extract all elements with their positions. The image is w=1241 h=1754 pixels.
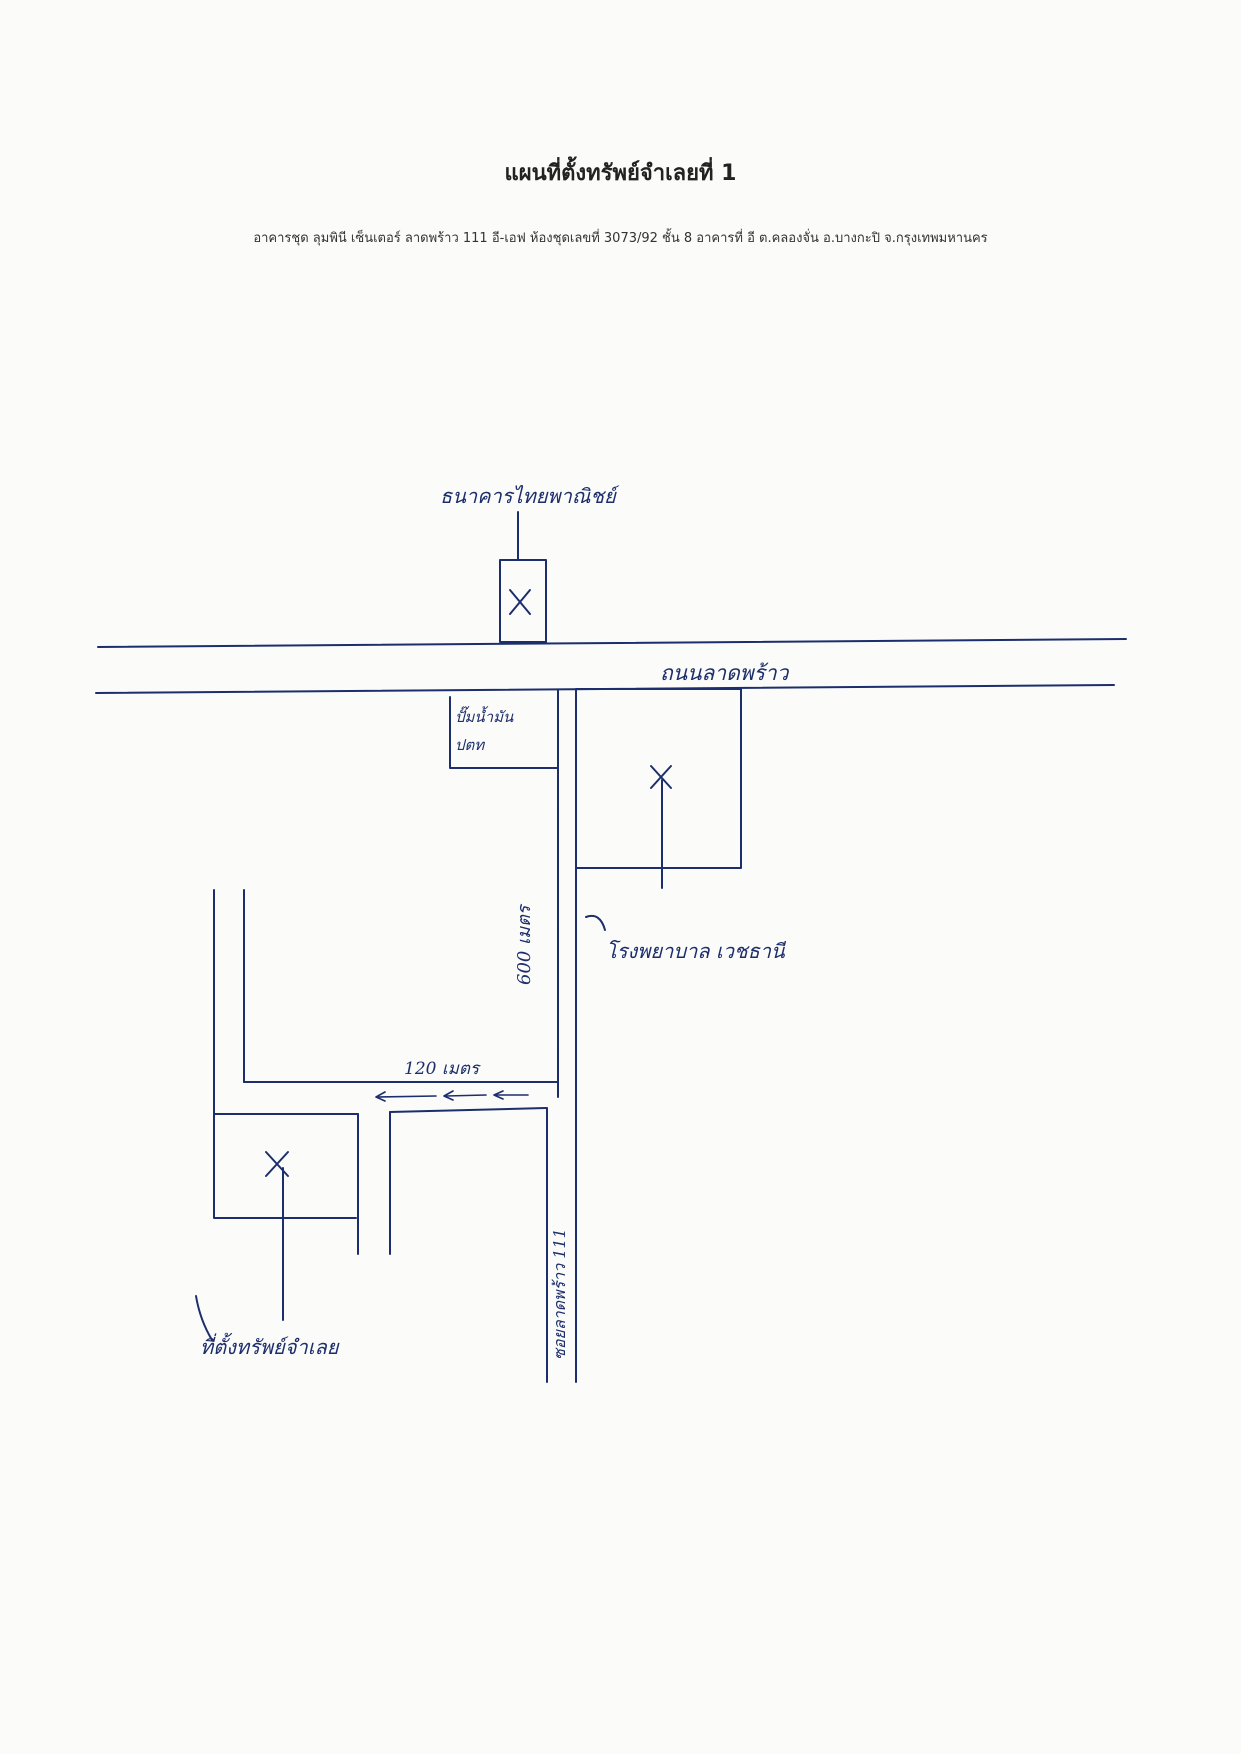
- label-property: ที่ตั้งทรัพย์จำเลย: [200, 1332, 340, 1359]
- gas-station: ปั๊มน้ำมันปตท: [449, 696, 559, 769]
- hospital-marker-icon: [650, 765, 672, 789]
- landmark-bank: ธนาคารไทยพาณิชย์: [440, 484, 620, 643]
- label-distance-side: 120 เมตร: [404, 1059, 481, 1079]
- property-block: ที่ตั้งทรัพย์จำเลย: [195, 1113, 357, 1359]
- page-subtitle: อาคารชุด ลุมพินี เซ็นเตอร์ ลาดพร้าว 111 …: [253, 231, 988, 246]
- label-hospital: โรงพยาบาล เวชธานี: [606, 939, 787, 963]
- left-street: [213, 889, 559, 1255]
- page-title: แผนที่ตั้งทรัพย์จำเลยที่ 1: [504, 161, 737, 186]
- hospital-block: โรงพยาบาล เวชธานี: [575, 688, 787, 963]
- bank-building: [499, 559, 547, 643]
- direction-arrows-horizontal: [375, 1090, 529, 1102]
- label-gas-station: ปั๊มน้ำมันปตท: [455, 706, 514, 754]
- gas-station-line-1: ปั๊มน้ำมัน: [455, 706, 514, 726]
- main-road: ถนนลาดพร้าว: [95, 638, 1127, 694]
- gas-station-line-2: ปตท: [455, 736, 485, 754]
- label-distance-main: 600 เมตร: [514, 903, 535, 985]
- property-marker-icon: [265, 1151, 289, 1177]
- label-main-road: ถนนลาดพร้าว: [660, 661, 790, 685]
- label-soi: ซอยลาดพร้าว 111: [550, 1228, 569, 1360]
- soi-road: ซอยลาดพร้าว 111: [546, 689, 577, 1383]
- bank-marker-icon: [509, 589, 531, 615]
- label-landmark-top: ธนาคารไทยพาณิชย์: [440, 484, 620, 508]
